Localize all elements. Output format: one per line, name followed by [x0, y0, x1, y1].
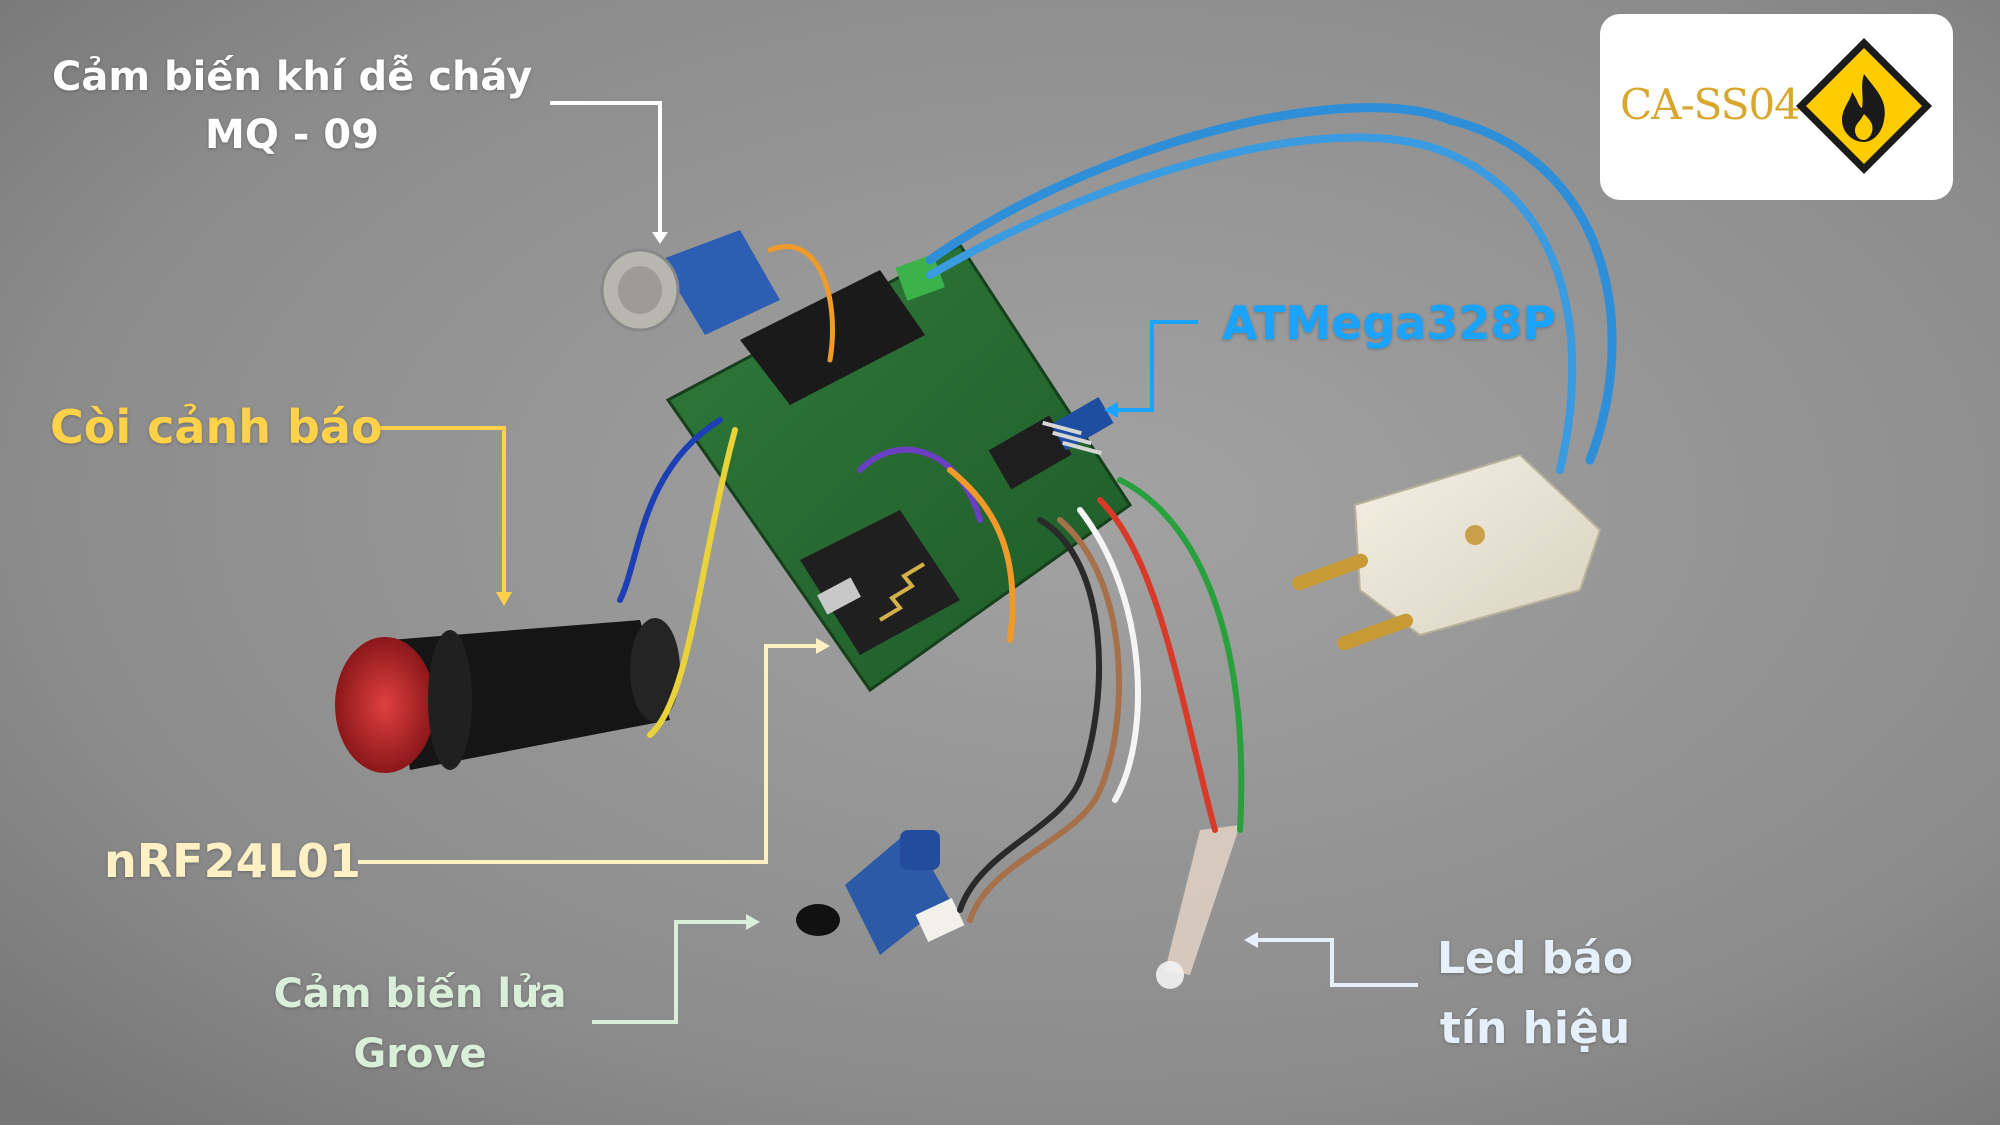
warning-buzzer: [335, 618, 680, 773]
gas-sensor-label-line2: MQ - 09: [205, 112, 379, 158]
power-plug: [1291, 453, 1602, 651]
rgb-led: [1156, 825, 1240, 989]
radio-label: nRF24L01: [104, 834, 361, 888]
led-label: Led báo tín hiệu: [1420, 924, 1650, 1064]
led-label-line2: tín hiệu: [1439, 1003, 1631, 1054]
flame-sensor-label-line2: Grove: [353, 1031, 487, 1077]
flame-sensor-label: Cảm biến lửa Grove: [270, 964, 570, 1084]
buzzer-label: Còi cảnh báo: [50, 400, 383, 454]
logo-text: CA-SS04: [1620, 80, 1801, 129]
gas-sensor-label-line1: Cảm biến khí dễ cháy: [52, 54, 533, 100]
flame-sensor-label-line1: Cảm biến lửa: [273, 971, 567, 1017]
mq09-gas-sensor: [600, 230, 780, 335]
gas-sensor-label: Cảm biến khí dễ cháy MQ - 09: [52, 48, 532, 164]
callout-lines: [358, 101, 1418, 1024]
grove-flame-sensor: [796, 830, 965, 955]
logo-card: CA-SS04: [1600, 14, 1953, 200]
flame-warning-sign-icon: [1796, 38, 1932, 174]
led-label-line1: Led báo: [1436, 933, 1634, 984]
nrf24l01-module: [800, 510, 960, 655]
wires: [617, 103, 1617, 923]
mcu-label: ATMega328P: [1222, 296, 1557, 350]
